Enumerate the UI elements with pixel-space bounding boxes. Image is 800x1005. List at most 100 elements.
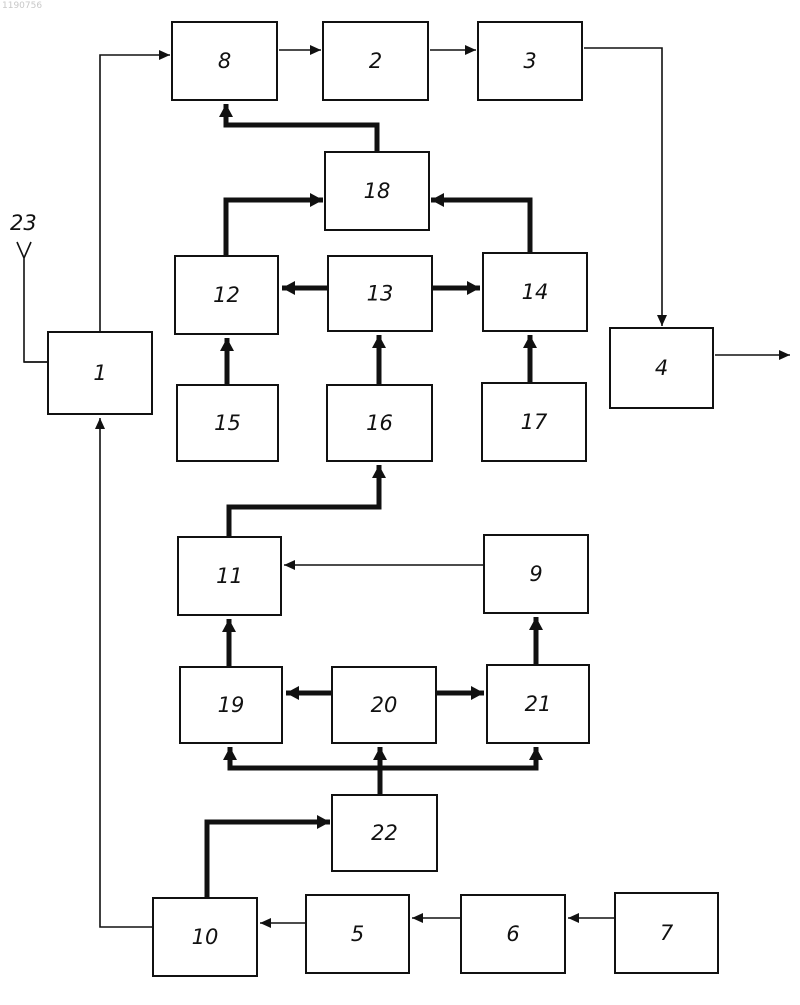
wire-19-to-11 xyxy=(222,619,236,667)
wire-10-to-1 xyxy=(95,418,153,927)
wire-21-to-9 xyxy=(529,617,543,665)
block-label: 14 xyxy=(522,280,549,304)
block-18: 18 xyxy=(325,152,429,230)
arrowhead xyxy=(222,619,236,632)
block-11: 11 xyxy=(178,537,281,615)
block-14: 14 xyxy=(483,253,587,331)
blocks: 12345678910111213141516171819202122 xyxy=(48,22,718,976)
block-15: 15 xyxy=(177,385,278,461)
block-1: 1 xyxy=(48,332,152,414)
arrowhead xyxy=(286,686,299,700)
block-label: 1 xyxy=(93,361,106,385)
wire-6-to-5 xyxy=(412,913,461,923)
arrowhead xyxy=(529,617,543,630)
arrowhead xyxy=(657,315,667,326)
wire-22-to-21 xyxy=(380,747,543,768)
arrowhead xyxy=(310,45,321,55)
arrowhead xyxy=(310,193,323,207)
block-label: 3 xyxy=(523,49,536,73)
wire-7-to-6 xyxy=(568,913,615,923)
block-10: 10 xyxy=(153,898,257,976)
block-label: 22 xyxy=(371,821,398,845)
block-label: 4 xyxy=(655,356,668,380)
wire-1-to-8 xyxy=(100,50,170,332)
wire-13-to-14 xyxy=(432,281,480,295)
wire-line xyxy=(431,200,530,253)
wire-line xyxy=(226,200,323,256)
block-label: 8 xyxy=(218,49,231,73)
block-label: 9 xyxy=(529,562,542,586)
wire-2-to-3 xyxy=(430,45,476,55)
arrowhead xyxy=(568,913,579,923)
wire-8-to-2 xyxy=(279,45,321,55)
block-19: 19 xyxy=(180,667,282,743)
block-label: 16 xyxy=(366,411,393,435)
wire-line xyxy=(207,822,330,898)
arrowhead xyxy=(467,281,480,295)
wire-line xyxy=(584,48,662,326)
arrowhead xyxy=(431,193,444,207)
wire-20-to-19 xyxy=(286,686,332,700)
arrowhead xyxy=(284,560,295,570)
wire-3-to-4 xyxy=(584,48,667,326)
block-label: 13 xyxy=(367,282,394,306)
block-label: 21 xyxy=(525,692,552,716)
block-label: 20 xyxy=(371,693,398,717)
block-label: 19 xyxy=(218,693,245,717)
block-9: 9 xyxy=(484,535,588,613)
block-4: 4 xyxy=(610,328,713,408)
wire-18-to-8 xyxy=(219,104,377,152)
wire-17-to-14 xyxy=(523,335,537,383)
block-7: 7 xyxy=(615,893,718,973)
block-label: 12 xyxy=(213,283,240,307)
block-17: 17 xyxy=(482,383,586,461)
wire-20-to-21 xyxy=(436,686,484,700)
wire-13-to-12 xyxy=(282,281,328,295)
block-label: 18 xyxy=(364,179,391,203)
wire-line xyxy=(100,55,170,332)
wire-line xyxy=(380,747,536,768)
wire-10-to-22 xyxy=(207,815,330,898)
wire-16-to-13 xyxy=(372,335,386,385)
wire-15-to-12 xyxy=(220,338,234,385)
arrowhead xyxy=(373,747,387,760)
arrowhead xyxy=(372,335,386,348)
block-16: 16 xyxy=(327,385,432,461)
arrowhead xyxy=(219,104,233,117)
block-8: 8 xyxy=(172,22,277,100)
wire-11-to-16 xyxy=(229,465,386,537)
arrowhead xyxy=(372,465,386,478)
block-13: 13 xyxy=(328,256,432,331)
block-20: 20 xyxy=(332,667,436,743)
arrowhead xyxy=(523,335,537,348)
wire-22-to-20 xyxy=(373,747,387,768)
block-label: 2 xyxy=(369,49,382,73)
arrowhead xyxy=(260,918,271,928)
wire-22-to-19 xyxy=(223,747,380,795)
block-3: 3 xyxy=(478,22,582,100)
arrowhead xyxy=(220,338,234,351)
block-21: 21 xyxy=(487,665,589,743)
block-2: 2 xyxy=(323,22,428,100)
block-label: 17 xyxy=(521,410,548,434)
arrowhead xyxy=(223,747,237,760)
wire-4-to-output xyxy=(715,350,790,360)
arrowhead xyxy=(159,50,170,60)
wire-line xyxy=(229,465,379,537)
block-label: 5 xyxy=(351,922,364,946)
antenna-symbol xyxy=(17,242,48,362)
block-5: 5 xyxy=(306,895,409,973)
block-6: 6 xyxy=(461,895,565,973)
block-label: 15 xyxy=(214,411,241,435)
wire-line xyxy=(230,747,380,795)
wire-5-to-10 xyxy=(260,918,306,928)
block-12: 12 xyxy=(175,256,278,334)
block-label: 7 xyxy=(660,921,674,945)
antenna-23: 23 xyxy=(10,211,48,362)
arrowhead xyxy=(282,281,295,295)
wire-14-to-18 xyxy=(431,193,530,253)
arrowhead xyxy=(465,45,476,55)
arrowhead xyxy=(95,418,105,429)
arrowhead xyxy=(779,350,790,360)
